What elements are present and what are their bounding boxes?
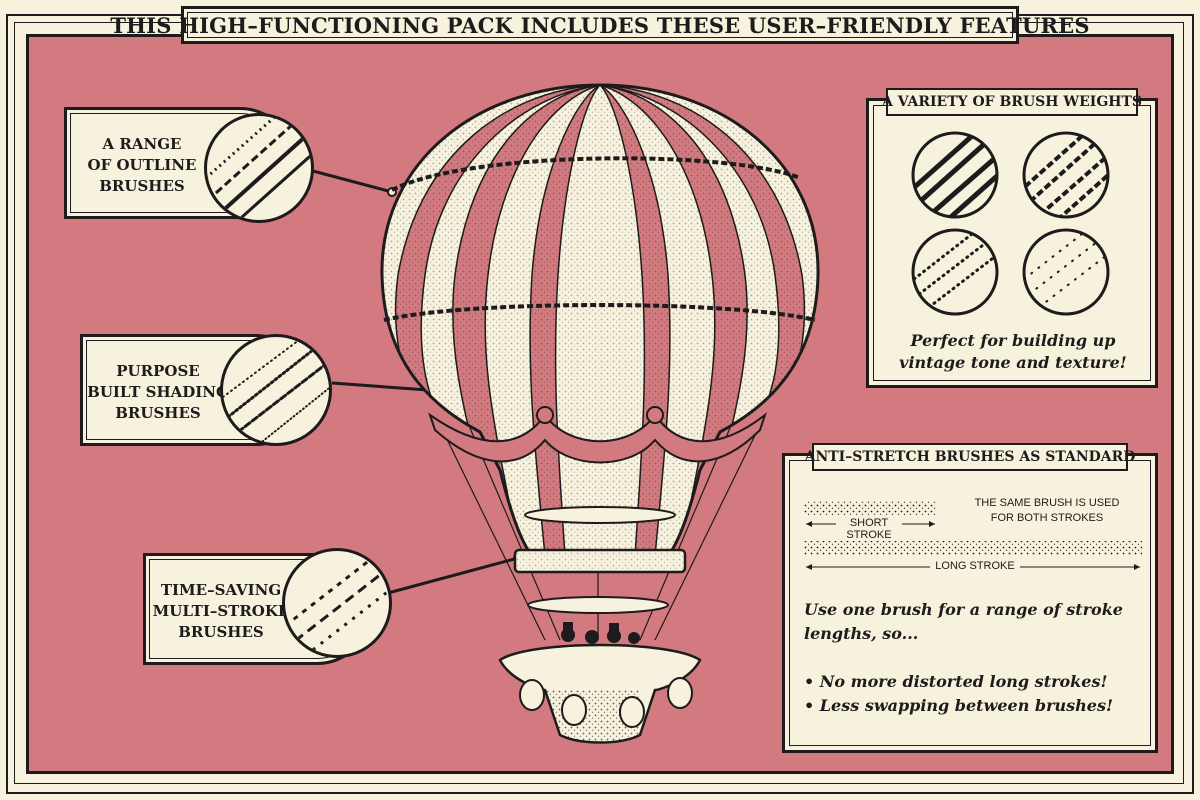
brush-weights-caption-line-2: vintage tone and texture! xyxy=(899,353,1127,372)
bullet-item: • No more distorted long strokes! xyxy=(804,672,1108,691)
connector-line-1 xyxy=(312,169,393,194)
callout-2-line-2: BUILT SHADING xyxy=(87,383,229,401)
callout-1-line-2: OF OUTLINE xyxy=(87,156,197,174)
short-stroke-label: SHORT STROKE xyxy=(836,517,902,541)
anti-stretch-body-line-1: Use one brush for a range of stroke xyxy=(804,600,1123,619)
callout-2-line-1: PURPOSE xyxy=(116,362,200,380)
title-banner: THIS HIGH–FUNCTIONING PACK INCLUDES THES… xyxy=(110,6,1089,44)
outline-brush-sample xyxy=(204,113,314,223)
multi-stroke-brush-sample xyxy=(282,548,392,658)
brush-weights-caption: Perfect for building up vintage tone and… xyxy=(872,330,1154,374)
brush-weights-heading: A VARIETY OF BRUSH WEIGHTS xyxy=(882,88,1142,116)
shading-brush-sample xyxy=(220,334,332,446)
brush-weights-caption-line-1: Perfect for building up xyxy=(910,331,1116,350)
connector-line-3 xyxy=(387,556,519,595)
bullet-2-text: Less swapping between brushes! xyxy=(819,696,1113,715)
same-brush-note-line-1: THE SAME BRUSH IS USED xyxy=(974,497,1120,509)
long-stroke-label: LONG STROKE xyxy=(930,560,1020,572)
callout-3-line-3: BRUSHES xyxy=(178,623,264,641)
anti-stretch-heading: ANTI–STRETCH BRUSHES AS STANDARD xyxy=(805,443,1135,471)
callout-3-line-1: TIME–SAVING xyxy=(160,581,282,599)
same-brush-note: THE SAME BRUSH IS USED FOR BOTH STROKES xyxy=(952,496,1142,526)
page-title: THIS HIGH–FUNCTIONING PACK INCLUDES THES… xyxy=(110,12,1090,38)
anti-stretch-bullets: • No more distorted long strokes! • Less… xyxy=(804,670,1148,718)
callout-1-line-3: BRUSHES xyxy=(99,177,185,195)
bullet-item: • Less swapping between brushes! xyxy=(804,696,1113,715)
callout-2-line-3: BRUSHES xyxy=(115,404,201,422)
callout-1-line-1: A RANGE xyxy=(102,135,182,153)
same-brush-note-line-2: FOR BOTH STROKES xyxy=(990,512,1104,524)
anti-stretch-body: Use one brush for a range of stroke leng… xyxy=(804,598,1148,646)
anti-stretch-body-line-2: lengths, so... xyxy=(804,624,919,643)
bullet-1-text: No more distorted long strokes! xyxy=(819,672,1108,691)
callout-3-line-2: MULTI–STROKE xyxy=(152,602,290,620)
